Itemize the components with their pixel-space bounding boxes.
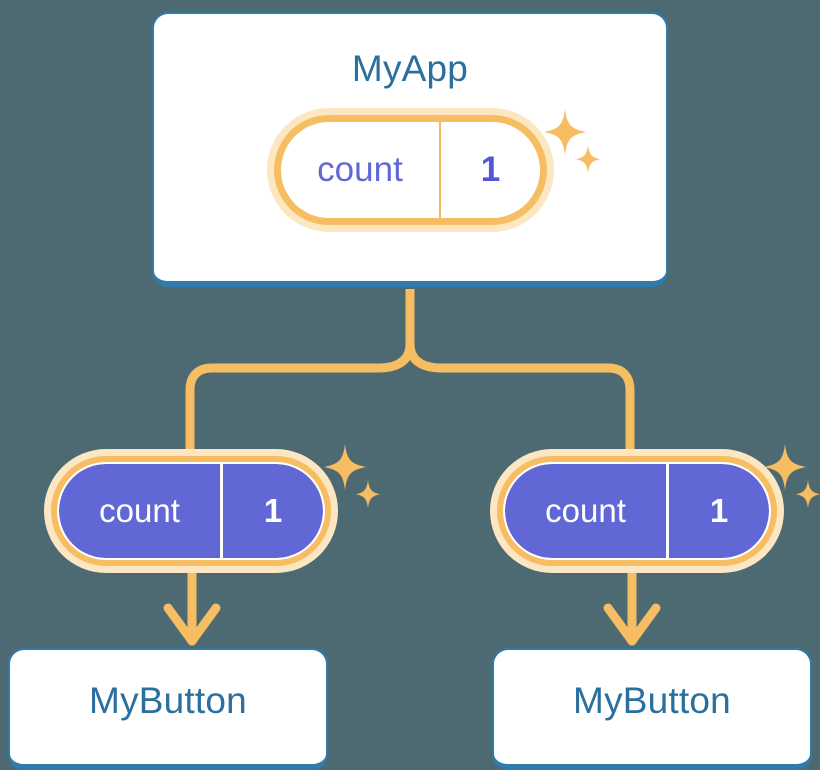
down-arrow-icon-right — [603, 603, 661, 646]
state-pill-value-mybutton-left: 1 — [223, 464, 323, 558]
node-mybutton-label-right: MyButton — [573, 680, 731, 721]
node-mybutton-label-left: MyButton — [89, 680, 247, 721]
state-pill-fill: count 1 — [505, 464, 769, 558]
state-pill-ring: count 1 — [274, 115, 547, 225]
state-pill-value-myapp: 1 — [438, 122, 540, 218]
node-mybutton-card-left[interactable]: MyButton — [8, 648, 328, 770]
state-pill-ring: count 1 — [51, 456, 331, 566]
state-pill-mybutton-left[interactable]: count 1 — [44, 449, 338, 573]
state-pill-inner: count 1 — [503, 462, 771, 560]
state-pill-key-myapp: count — [317, 150, 403, 189]
state-pill-inner: count 1 — [281, 122, 540, 218]
connector-branch-right — [405, 339, 635, 457]
state-pill-myapp[interactable]: count 1 — [267, 108, 554, 232]
state-pill-ring: count 1 — [497, 456, 777, 566]
state-pill-key-mybutton-right: count — [505, 464, 667, 558]
state-pill-mybutton-right[interactable]: count 1 — [490, 449, 784, 573]
state-pill-key-mybutton-left: count — [59, 464, 221, 558]
state-pill-fill: count 1 — [59, 464, 323, 558]
node-myapp-label: MyApp — [351, 48, 469, 89]
node-mybutton-card-right[interactable]: MyButton — [492, 648, 812, 770]
state-pill-inner: count 1 — [57, 462, 325, 560]
connector-branch-left — [185, 339, 415, 457]
down-arrow-icon-left — [163, 603, 221, 646]
state-pill-value-mybutton-right: 1 — [669, 464, 769, 558]
